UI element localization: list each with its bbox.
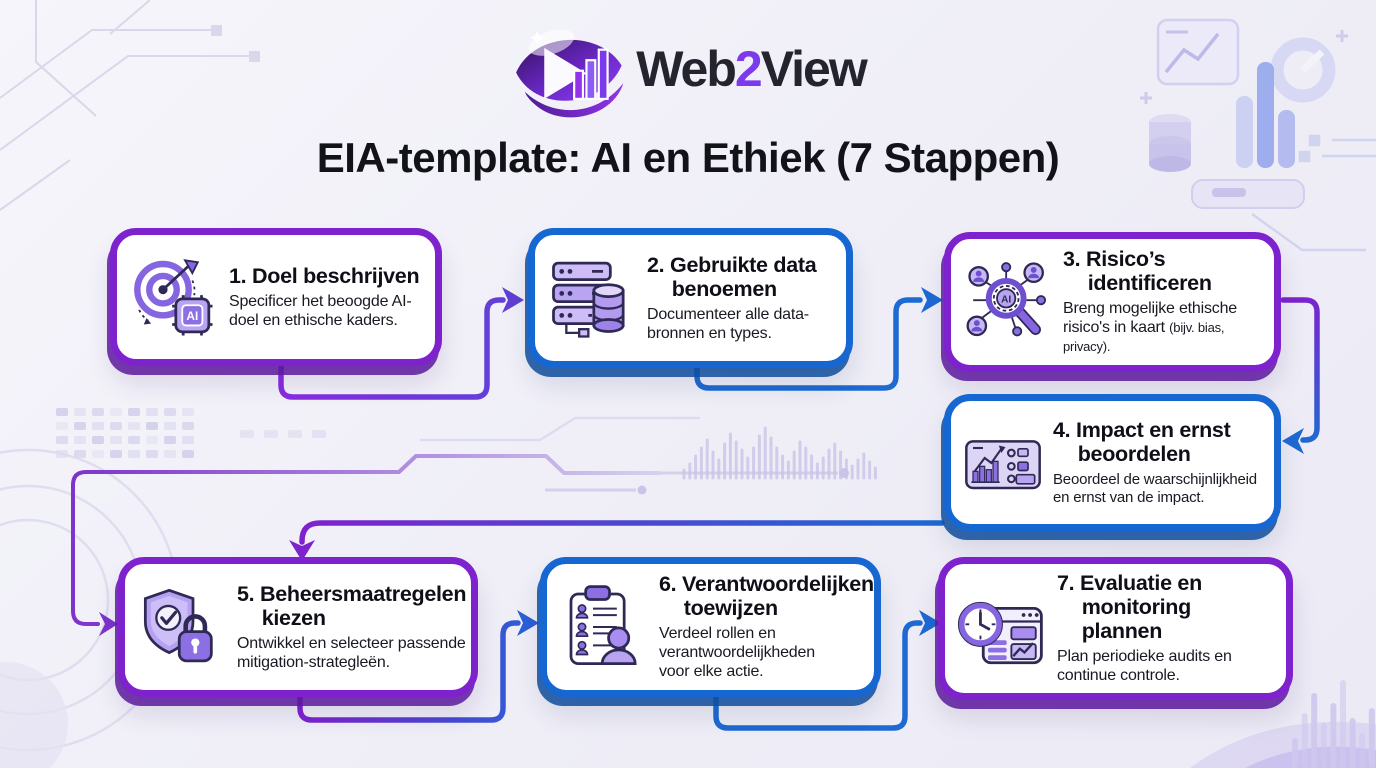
step-description: Beoordeel de waarschijnlijkheid en ernst…: [1053, 471, 1257, 507]
svg-text:AI: AI: [1001, 294, 1011, 305]
circuit-lines-middle: [420, 416, 849, 495]
step-description: Verdeel rollen en verantwoordelijkheden …: [659, 625, 815, 681]
step-card-2: 2. Gebruikte data benoemen Documenteer a…: [528, 228, 853, 368]
web2view-logo-icon: [516, 29, 624, 118]
clipboard-roles-icon: [559, 577, 649, 677]
step-description: Breng mogelijke ethische risico's in kaa…: [1063, 300, 1237, 355]
brand-digit: 2: [734, 41, 763, 97]
step-card-4: 4. Impact en ernst beoordelen Beoordeel …: [944, 394, 1281, 531]
ai-risk-magnifier-icon: AI: [963, 252, 1053, 352]
bar-chart-bottomright: [1292, 680, 1375, 768]
brand-prefix: Web: [636, 41, 737, 97]
step-title: 6. Verantwoordelijken toewijzen: [659, 572, 874, 621]
shield-lock-icon: [137, 577, 227, 677]
step-description: Specificer het beoogde AI-doel en ethisc…: [229, 292, 412, 329]
clock-monitoring-icon: [957, 579, 1047, 679]
step-description: Plan periodieke audits en continue contr…: [1057, 648, 1232, 685]
step-card-5: 5. Beheersmaatregelen kiezen Ontwikkel e…: [118, 557, 478, 697]
impact-dashboard-icon: [963, 413, 1043, 513]
target-ai-icon: AI: [129, 247, 219, 347]
step-title: 5. Beheersmaatregelen kiezen: [237, 581, 467, 630]
wave-bottomright: [1190, 721, 1376, 768]
page-title: EIA-template: AI en Ethiek (7 Stappen): [316, 134, 1060, 181]
brand-wordmark: Web2View: [636, 40, 868, 98]
step-description: Documenteer alle data-bronnen en types.: [647, 305, 809, 342]
equalizer-dashes: [56, 408, 326, 458]
step-card-1: AI 1. Doel beschrijven Specificer het be…: [110, 228, 442, 366]
step-title: 4. Impact en ernst beoordelen: [1053, 418, 1231, 467]
step-title: 1. Doel beschrijven: [229, 263, 420, 288]
person-node: [966, 262, 1044, 337]
step-title: 2. Gebruikte data benoemen: [647, 252, 817, 301]
brand-suffix: View: [760, 41, 868, 97]
connector-3-4: [1280, 297, 1320, 443]
step-title: 7. Evaluatie en monitoring plannen: [1057, 571, 1202, 644]
step-card-3: AI 3. Risico’s identificeren Breng mogel…: [944, 232, 1281, 372]
step-card-7: 7. Evaluatie en monitoring plannen Plan …: [938, 557, 1293, 700]
step-description: Ontwikkel en selecteer passende mitigati…: [237, 634, 466, 671]
svg-text:AI: AI: [186, 309, 198, 323]
step-card-6: 6. Verantwoordelijken toewijzen Verdeel …: [540, 557, 881, 697]
waveform-bars: [682, 426, 877, 480]
header: Web2View: [0, 18, 1376, 120]
step-title: 3. Risico’s identificeren: [1063, 247, 1212, 296]
connector-4-5: [299, 520, 945, 545]
server-database-icon: [547, 248, 637, 348]
